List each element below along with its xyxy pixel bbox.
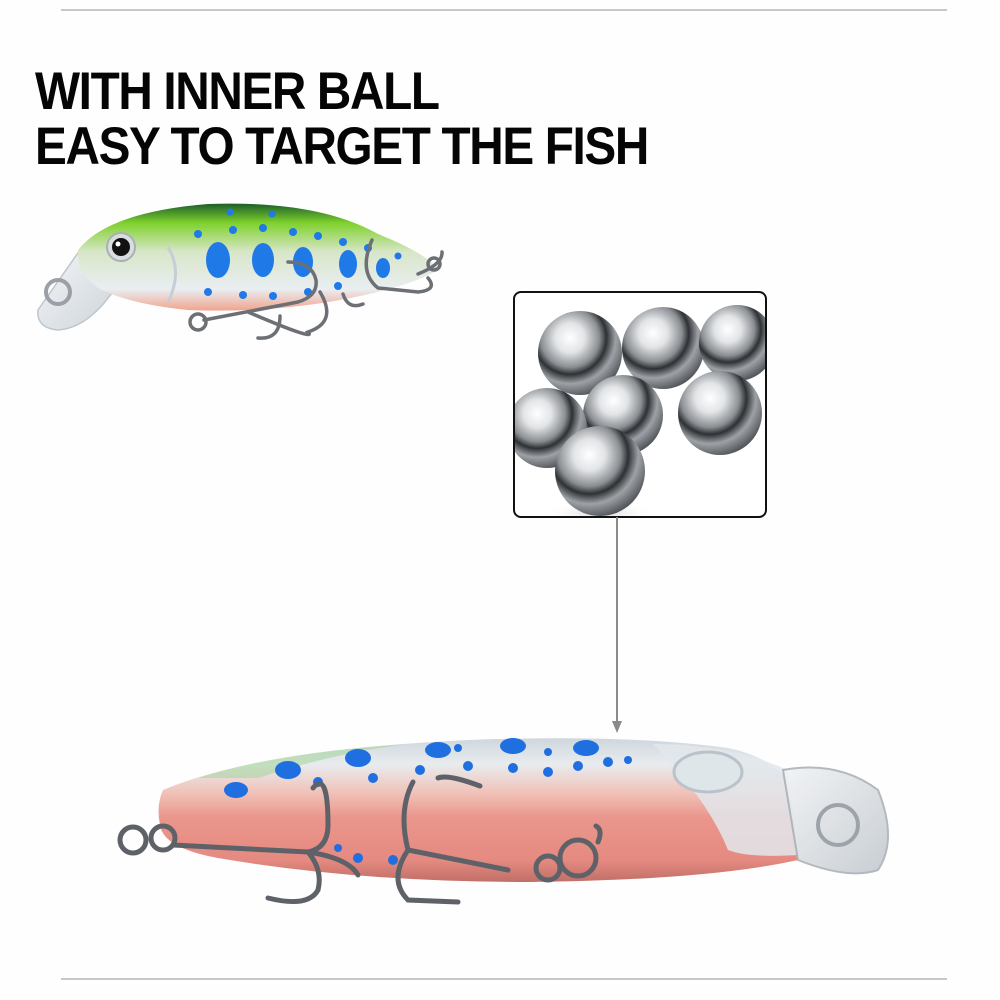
arrow-down-icon — [612, 517, 622, 733]
title-line-1: WITH INNER BALL — [35, 62, 440, 121]
bottom-lure-image — [108, 730, 898, 905]
steel-balls-icon — [515, 305, 765, 516]
top-lure-image — [18, 192, 448, 342]
bottom-divider — [61, 978, 947, 980]
inner-ball-inset — [513, 291, 767, 518]
connector-arrow — [610, 517, 624, 737]
fishing-lure-icon — [37, 203, 444, 340]
title-line-2: EASY TO TARGET THE FISH — [35, 117, 649, 176]
fishing-lure-icon — [117, 738, 889, 905]
top-divider — [61, 9, 947, 11]
page-title: WITH INNER BALL EASY TO TARGET THE FISH — [35, 62, 649, 176]
